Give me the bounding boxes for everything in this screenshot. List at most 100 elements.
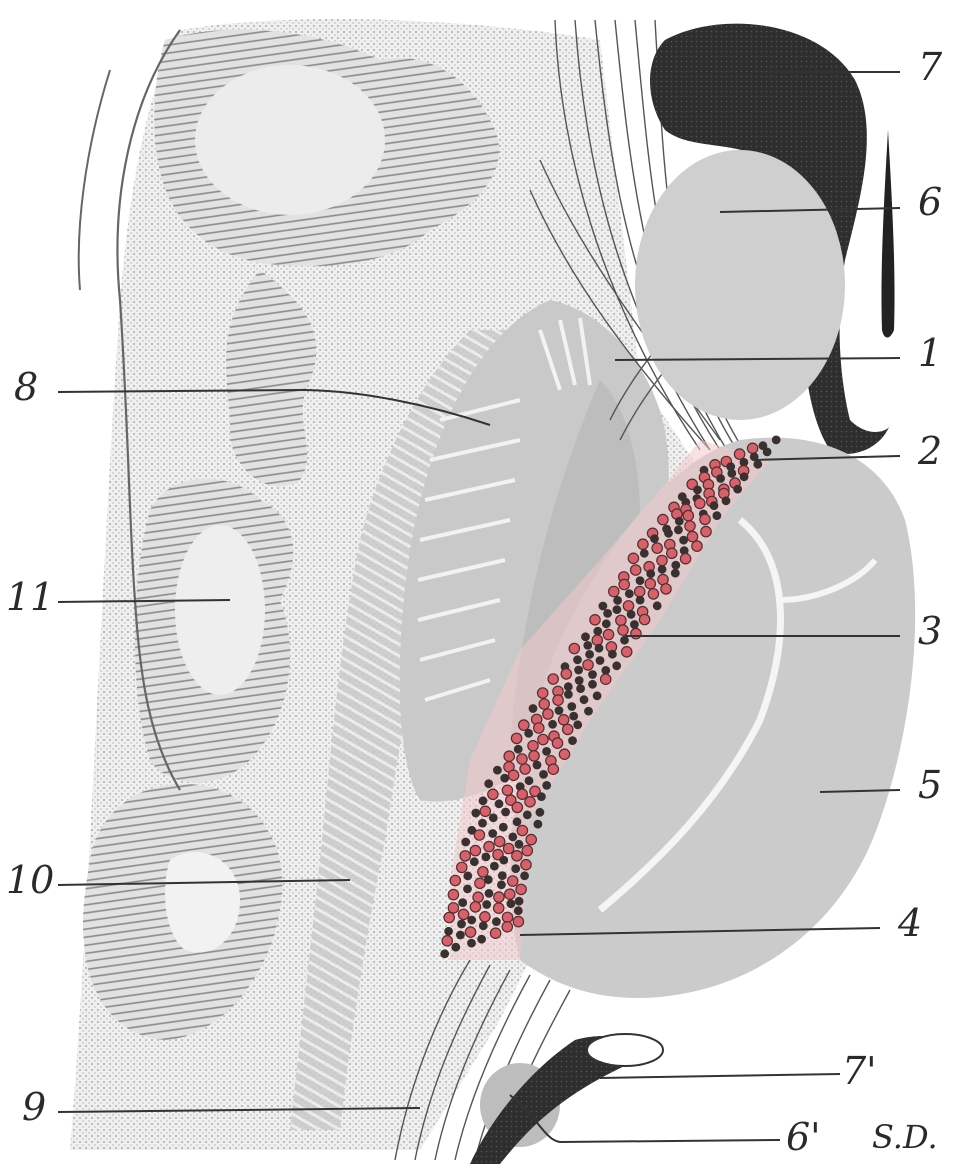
cell-dot — [465, 927, 475, 937]
cell-dot — [499, 823, 508, 832]
cell-dot — [450, 875, 460, 885]
cell-dot — [471, 809, 480, 818]
cell-dot — [640, 549, 649, 558]
cell-dot — [492, 917, 501, 926]
cell-dot — [680, 554, 690, 564]
cell-dot — [603, 629, 613, 639]
cell-dot — [727, 469, 736, 478]
cell-dot — [658, 514, 668, 524]
label-5: 5 — [918, 763, 942, 807]
cell-dot — [497, 880, 506, 889]
cell-dot — [488, 829, 497, 838]
cell-dot — [623, 601, 633, 611]
cell-dot — [574, 666, 583, 675]
cell-dot — [482, 853, 491, 862]
cell-dot — [563, 724, 573, 734]
cell-dot — [478, 867, 488, 877]
cell-dot — [517, 754, 527, 764]
artist-signature: S.D. — [872, 1118, 938, 1156]
cell-dot — [568, 736, 577, 745]
cell-dot — [740, 472, 749, 481]
cell-dot — [475, 878, 485, 888]
cell-dot — [700, 514, 710, 524]
cell-dot — [537, 792, 546, 801]
oval-7-prime — [587, 1034, 663, 1066]
cell-dot — [484, 779, 493, 788]
cell-dot — [539, 770, 548, 779]
cell-dot — [457, 920, 466, 929]
cell-dot — [569, 643, 579, 653]
cell-dot — [608, 650, 617, 659]
cell-dot — [692, 541, 702, 551]
cell-dot — [490, 862, 499, 871]
cell-dot — [573, 720, 582, 729]
cell-dot — [559, 715, 569, 725]
cell-dot — [494, 836, 504, 846]
cell-dot — [511, 864, 520, 873]
cell-dot — [616, 615, 626, 625]
label-3: 3 — [918, 609, 942, 653]
cell-dot — [463, 885, 472, 894]
cell-dot — [636, 596, 645, 605]
cell-dot — [639, 614, 649, 624]
upper-gyrus-core — [195, 65, 385, 215]
cell-dot — [525, 776, 534, 785]
cell-dot — [512, 802, 522, 812]
cell-dot — [627, 610, 636, 619]
cell-dot — [474, 830, 484, 840]
cell-dot — [485, 889, 494, 898]
cell-dot — [625, 589, 634, 598]
cell-dot — [576, 684, 585, 693]
nucleus-6 — [635, 150, 845, 420]
cell-dot — [448, 903, 458, 913]
cell-dot — [747, 443, 757, 453]
cell-dot — [508, 876, 518, 886]
cell-dot — [524, 729, 533, 738]
cell-dot — [675, 517, 684, 526]
cell-dot — [580, 695, 589, 704]
cell-dot — [513, 817, 522, 826]
cell-dot — [512, 851, 522, 861]
cell-dot — [548, 674, 558, 684]
cell-dot — [595, 644, 604, 653]
cell-dot — [470, 902, 480, 912]
cell-dot — [652, 543, 662, 553]
cell-dot — [480, 806, 490, 816]
cell-dot — [467, 939, 476, 948]
cell-dot — [585, 650, 594, 659]
cell-dot — [618, 625, 628, 635]
cell-dot — [502, 785, 512, 795]
cell-dot — [609, 586, 619, 596]
cell-dot — [494, 892, 504, 902]
cell-dot — [661, 584, 671, 594]
cell-dot — [507, 899, 516, 908]
cell-dot — [517, 825, 527, 835]
cell-dot — [653, 601, 662, 610]
cell-dot — [467, 916, 476, 925]
cell-dot — [444, 927, 453, 936]
cell-dot — [613, 596, 622, 605]
cell-dot — [581, 632, 590, 641]
cell-dot — [588, 680, 597, 689]
cell-dot — [451, 943, 460, 952]
cell-dot — [484, 841, 494, 851]
cell-dot — [575, 676, 584, 685]
cell-dot — [693, 486, 702, 495]
cell-dot — [490, 928, 500, 938]
cell-dot — [460, 851, 470, 861]
cell-dot — [683, 510, 693, 520]
cell-dot — [508, 833, 517, 842]
cell-dot — [590, 615, 600, 625]
cell-dot — [504, 751, 514, 761]
cell-dot — [601, 674, 611, 684]
cell-dot — [489, 813, 498, 822]
cell-dot — [522, 845, 532, 855]
cell-dot — [513, 916, 523, 926]
cell-dot — [470, 845, 480, 855]
cell-dot — [543, 709, 553, 719]
cell-dot — [573, 655, 582, 664]
cell-dot — [444, 912, 454, 922]
cell-dot — [505, 889, 515, 899]
cell-dot — [514, 745, 523, 754]
